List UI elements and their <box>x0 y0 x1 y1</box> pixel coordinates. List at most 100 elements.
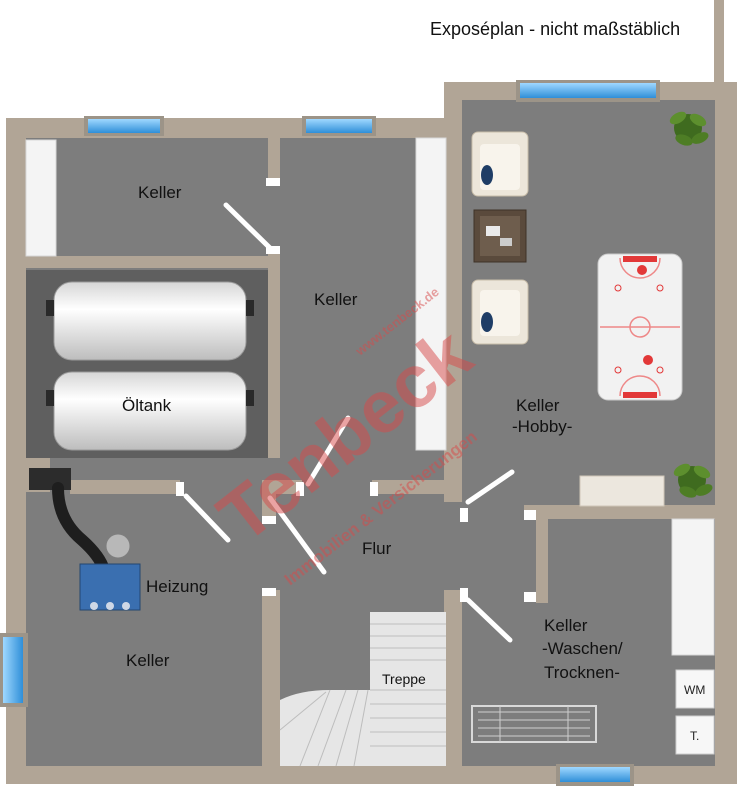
sideboard-hobby <box>579 475 665 507</box>
room-label-waschen-2: -Waschen/ <box>542 639 623 658</box>
wall-oeltank-right <box>268 248 280 458</box>
window-hobby <box>520 83 656 98</box>
wall-keller-stub <box>268 138 280 178</box>
wall-corner-post <box>714 0 724 100</box>
tank-valve-1 <box>46 300 54 316</box>
door-hobby <box>465 469 515 505</box>
wall-heizung-top-b <box>262 480 302 494</box>
door-flur <box>267 495 327 575</box>
crease-bottom <box>619 375 661 397</box>
cushion-1 <box>481 165 493 185</box>
drying-rack <box>471 705 597 743</box>
jamb-1 <box>266 178 280 186</box>
room-label-waschen-1: Keller <box>544 616 588 635</box>
washing-machine <box>675 669 715 709</box>
center-circle <box>629 316 651 338</box>
room-label-hobby-2: -Hobby- <box>512 417 572 436</box>
room-label-heizung: Heizung <box>146 577 208 596</box>
cabinet-keller-top-left <box>25 139 57 257</box>
table-item-2 <box>500 238 512 246</box>
room-label-oeltank: Öltank <box>122 396 172 415</box>
wall-middle-vertical <box>444 82 462 502</box>
hobby-furniture <box>471 131 683 401</box>
goal-bottom <box>623 392 657 398</box>
window-waschen <box>560 767 630 782</box>
cabinet-waschen <box>671 518 715 656</box>
mallet-2 <box>643 355 653 365</box>
stair-upper <box>370 612 446 766</box>
door-heizung <box>183 493 231 543</box>
room-label-flur: Flur <box>362 539 392 558</box>
flue-pipe <box>52 482 110 576</box>
room-label-keller-center: Keller <box>314 290 358 309</box>
boiler-knob-1 <box>90 602 98 610</box>
door-keller-top <box>223 202 273 251</box>
oil-tank-1 <box>53 281 247 361</box>
door-waschen <box>465 597 513 643</box>
wall-right <box>715 82 737 768</box>
window-keller-top-center <box>306 119 372 133</box>
spot-4 <box>656 366 664 374</box>
wall-heizung-top-a <box>70 480 180 494</box>
chimney <box>29 468 71 490</box>
mallet-1 <box>637 265 647 275</box>
jamb-9 <box>524 510 536 520</box>
jamb-10 <box>460 588 468 602</box>
boiler-knob-2 <box>106 602 114 610</box>
cushion-2 <box>481 312 493 332</box>
cabinet-keller-center <box>415 137 447 451</box>
page-title: Exposéplan - nicht maßstäblich <box>430 19 680 39</box>
jamb-6 <box>262 516 276 524</box>
crease-top <box>619 257 661 279</box>
door-jambs <box>176 178 536 602</box>
goal-top <box>623 256 657 262</box>
room-label-treppe: Treppe <box>382 671 426 687</box>
jamb-7 <box>262 588 276 596</box>
wall-keller-oeltank <box>26 256 278 268</box>
room-label-keller-top-left: Keller <box>138 183 182 202</box>
boiler-tank <box>105 533 131 559</box>
doors <box>183 202 515 643</box>
window-keller-bottom-left <box>3 637 23 703</box>
cabinets <box>25 137 715 656</box>
plant-bottom <box>673 463 713 498</box>
room-label-keller-bottom-left: Keller <box>126 651 170 670</box>
table-item-1 <box>486 226 500 236</box>
heating-unit <box>52 482 141 611</box>
staircase <box>279 612 446 767</box>
spot-3 <box>614 366 622 374</box>
wall-bottom <box>6 766 737 784</box>
jamb-8 <box>460 508 468 522</box>
room-label-hobby-1: Keller <box>516 396 560 415</box>
dryer <box>675 715 715 755</box>
oil-tanks <box>46 281 254 451</box>
spot-1 <box>614 284 622 292</box>
boiler-knob-3 <box>122 602 130 610</box>
wall-waschen-left <box>444 590 462 766</box>
washer-label: WM <box>684 683 705 697</box>
jamb-11 <box>524 592 536 602</box>
wall-flur-top <box>372 480 446 494</box>
jamb-4 <box>296 482 304 496</box>
wall-waschen-stub <box>536 505 548 603</box>
jamb-2 <box>266 246 280 254</box>
wall-top-left <box>6 118 462 138</box>
jamb-3 <box>176 482 184 496</box>
wall-left <box>6 118 26 784</box>
room-label-waschen-3: Trocknen- <box>544 663 620 682</box>
tank-valve-4 <box>246 390 254 406</box>
stair-lower <box>280 690 370 766</box>
laundry <box>471 669 715 755</box>
door-keller-center <box>305 415 351 487</box>
spot-2 <box>656 284 664 292</box>
dryer-label: T. <box>690 729 699 743</box>
window-keller-top-left <box>88 119 160 133</box>
wall-heizung-right <box>262 590 280 766</box>
tank-valve-2 <box>46 390 54 406</box>
plant-top <box>669 111 709 146</box>
wall-hobby-bottom <box>524 505 715 519</box>
windows <box>0 80 660 786</box>
jamb-5 <box>370 482 378 496</box>
tank-valve-3 <box>246 300 254 316</box>
